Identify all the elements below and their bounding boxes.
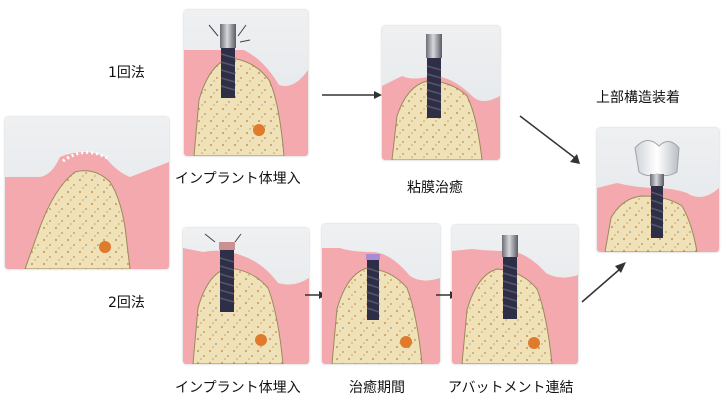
healing-period-panel — [322, 224, 440, 364]
arrow-icon — [322, 91, 382, 99]
one-stage-step2-label: 粘膜治癒 — [407, 180, 463, 196]
one-stage-implant-placement-panel — [184, 10, 308, 156]
crown-shape — [634, 140, 680, 177]
implant-body-shape — [221, 48, 235, 98]
two-stage-implant-placement-panel — [183, 228, 309, 364]
cover-screw-shape — [366, 254, 380, 260]
two-stage-step2-label: 治癒期間 — [349, 380, 405, 396]
arrow-icon — [581, 262, 626, 303]
two-stage-step3-label: アバットメント連結 — [448, 380, 574, 396]
two-stage-step1-label: インプラント体埋入 — [175, 380, 301, 396]
crown-restoration-panel — [597, 128, 719, 252]
one-stage-step1-label: インプラント体埋入 — [175, 171, 301, 187]
one-stage-method-label: 1回法 — [108, 65, 145, 81]
implant-collar-shape — [220, 24, 236, 48]
mucosa-healing-panel — [382, 26, 500, 160]
abutment-connection-panel — [452, 225, 578, 364]
two-stage-method-label: 2回法 — [108, 295, 145, 311]
initial-state-panel — [5, 117, 169, 269]
extraction-site-illustration — [5, 151, 169, 269]
final-step-label: 上部構造装着 — [596, 90, 680, 106]
arrow-icon — [519, 115, 580, 164]
